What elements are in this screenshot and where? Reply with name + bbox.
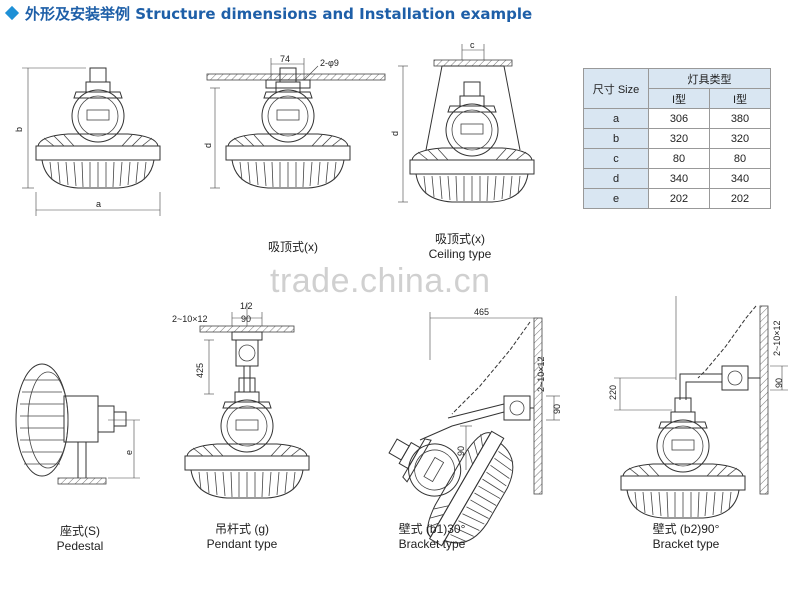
row-value-2: 380 — [709, 108, 771, 129]
row-value-1: 202 — [648, 188, 710, 209]
caption-en: Pedestal — [56, 539, 104, 553]
row-value-2: 202 — [709, 188, 771, 209]
dim-c: c — [470, 40, 475, 50]
caption-pedestal: 座式(S) Pedestal — [40, 524, 120, 554]
size-table: 尺寸 Size 灯具类型 I型 I型 a 306 380 b 320 320 c… — [583, 68, 771, 209]
dim-90-a: 90 — [241, 314, 251, 324]
dim-hole-3: 2~10×12 — [536, 356, 546, 392]
dim-e: e — [124, 450, 134, 455]
page-title: 外形及安装举例 Structure dimensions and Install… — [25, 4, 533, 23]
dim-d-2: d — [390, 131, 400, 136]
dim-half: 1/2 — [240, 301, 253, 311]
table-group-header: 灯具类型 — [648, 68, 771, 89]
caption-cn: 壁式 (b2)90° — [652, 522, 720, 536]
dim-90-d: 90 — [774, 378, 784, 388]
lamp-pendant — [184, 304, 310, 499]
caption-cn: 吸顶式(x) — [435, 232, 485, 246]
caption-en: Pendant type — [206, 537, 278, 551]
header: 外形及安装举例 Structure dimensions and Install… — [4, 2, 532, 24]
caption-ceiling-1: 吸顶式(x) — [253, 240, 333, 255]
caption-bracket-2: 壁式 (b2)90° Bracket type — [636, 522, 736, 552]
caption-cn: 壁式 (b1)30° — [398, 522, 466, 536]
caption-cn: 座式(S) — [60, 524, 100, 538]
dim-90-b: 90 — [552, 404, 562, 414]
caption-cn: 吸顶式(x) — [268, 240, 318, 254]
dim-d-1: d — [203, 143, 213, 148]
row-label: b — [583, 128, 649, 149]
table-row: d 340 340 — [583, 168, 771, 189]
dim-hole-4: 2~10×12 — [772, 320, 782, 356]
table-row: a 306 380 — [583, 108, 771, 129]
caption-ceiling-2: 吸顶式(x) Ceiling type — [415, 232, 505, 262]
dim-465: 465 — [474, 307, 489, 317]
row-value-1: 306 — [648, 108, 710, 129]
dim-425: 425 — [195, 363, 205, 378]
caption-cn: 吊杆式 (g) — [214, 522, 269, 536]
lamp-bracket-30 — [361, 312, 560, 561]
watermark: trade.china.cn — [270, 262, 491, 300]
dim-b: b — [14, 127, 24, 132]
table-corner: 尺寸 Size — [583, 68, 649, 109]
row-value-1: 320 — [648, 128, 710, 149]
row-value-2: 340 — [709, 168, 771, 189]
caption-en: Bracket type — [652, 537, 720, 551]
table-col-2: I型 — [709, 88, 771, 109]
caption-bracket-1: 壁式 (b1)30° Bracket type — [382, 522, 482, 552]
lamp-basic — [22, 67, 161, 216]
row-value-1: 340 — [648, 168, 710, 189]
row-label: c — [583, 148, 649, 169]
row-label: d — [583, 168, 649, 189]
dim-hole-2: 2~10×12 — [172, 314, 208, 324]
row-label: a — [583, 108, 649, 129]
table-col-1: I型 — [648, 88, 710, 109]
caption-en: Ceiling type — [428, 247, 492, 261]
row-value-2: 320 — [709, 128, 771, 149]
lamp-ceiling-2 — [398, 44, 535, 203]
table-row: c 80 80 — [583, 148, 771, 169]
row-value-1: 80 — [648, 148, 710, 169]
lamp-ceiling-1 — [206, 58, 386, 189]
table-row: b 320 320 — [583, 128, 771, 149]
dim-90-c: 90 — [456, 446, 466, 456]
lamp-pedestal — [15, 363, 140, 485]
row-label: e — [583, 188, 649, 209]
dim-220: 220 — [608, 385, 618, 400]
dim-a: a — [96, 199, 101, 209]
table-row: e 202 202 — [583, 188, 771, 209]
dim-hole-1: 2-φ9 — [320, 58, 339, 68]
caption-pendant: 吊杆式 (g) Pendant type — [192, 522, 292, 552]
row-value-2: 80 — [709, 148, 771, 169]
dim-74: 74 — [280, 54, 290, 64]
lamp-bracket-90 — [614, 296, 788, 519]
caption-en: Bracket type — [398, 537, 466, 551]
